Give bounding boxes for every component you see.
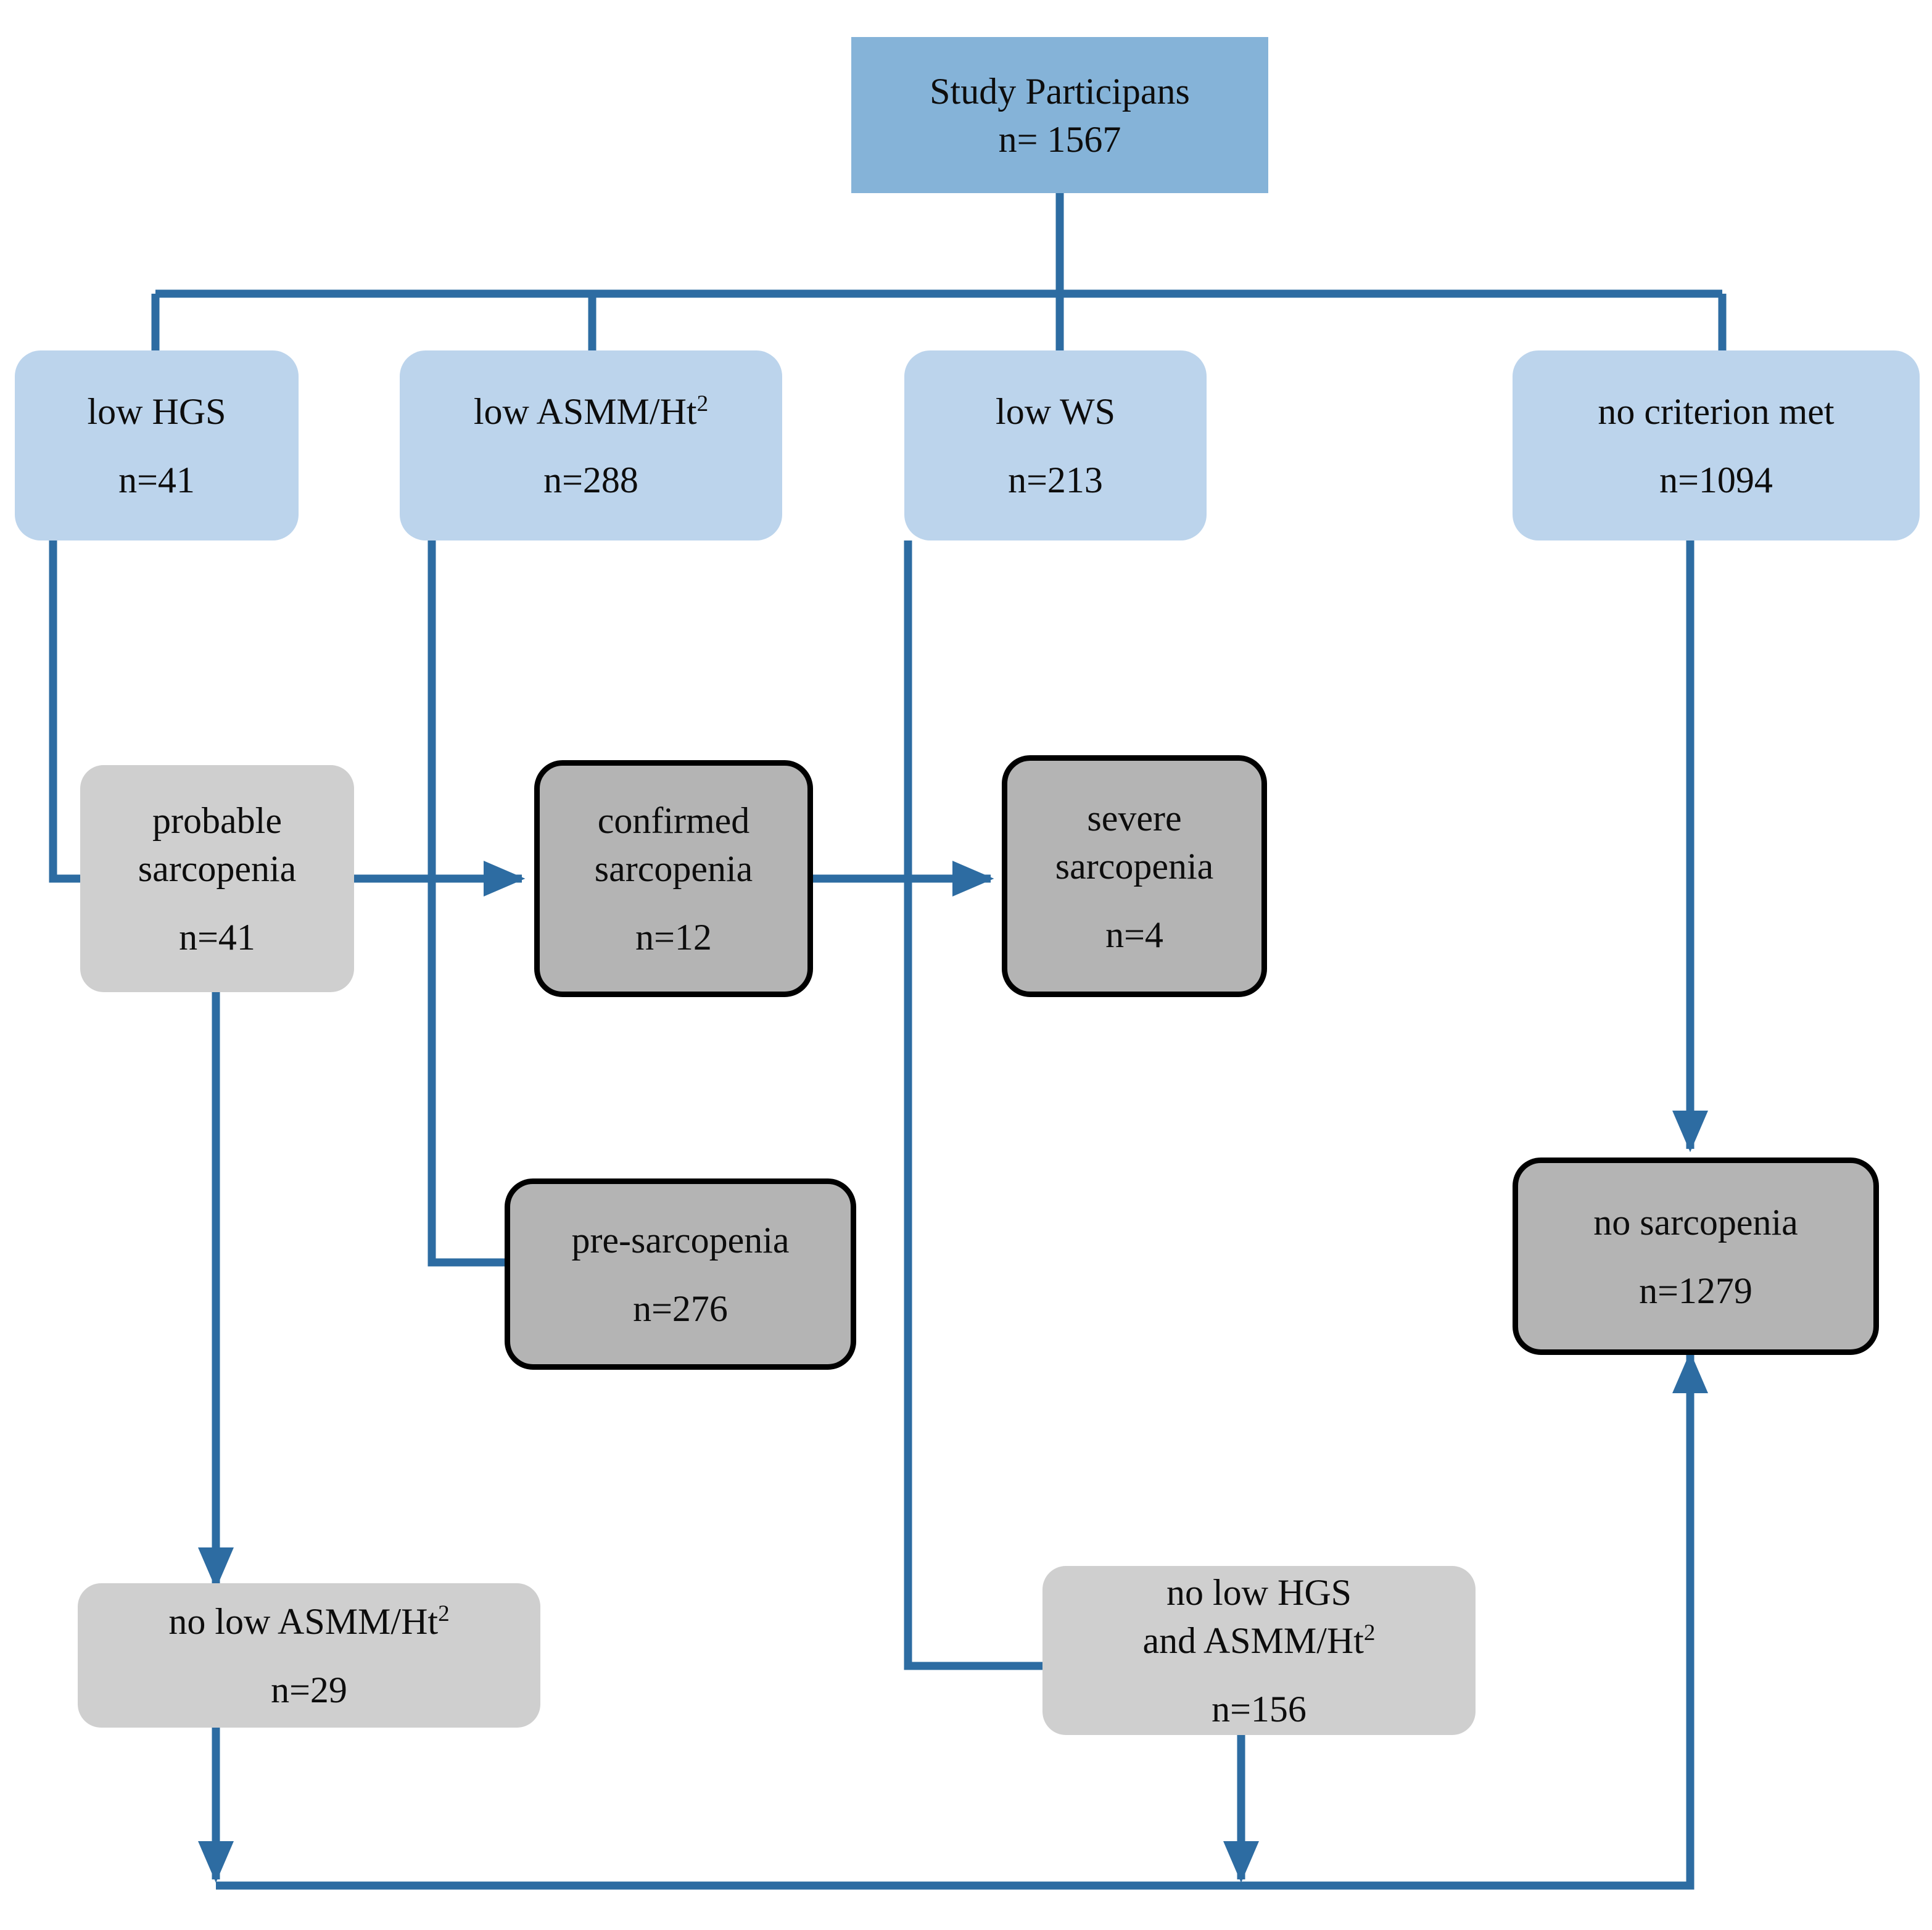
node-no-low-asmm-ht2-label: no low ASMM/Ht2	[168, 1601, 450, 1642]
node-pre-sarcopenia[interactable]: pre-sarcopenia n=276	[505, 1178, 856, 1370]
node-severe-sarcopenia-line2: sarcopenia	[1055, 845, 1214, 887]
node-no-low-asmm-ht2-count: n=29	[271, 1669, 347, 1710]
node-study-participants-label: Study Participans	[930, 70, 1190, 112]
node-no-low-asmm-ht2[interactable]: no low ASMM/Ht2 n=29	[78, 1583, 540, 1728]
node-probable-sarcopenia[interactable]: probable sarcopenia n=41	[80, 765, 354, 992]
node-no-sarcopenia[interactable]: no sarcopenia n=1279	[1513, 1158, 1879, 1355]
node-no-low-hgs-and-asmm-ht2-count: n=156	[1212, 1688, 1307, 1729]
superscript-2: 2	[1363, 1620, 1376, 1646]
node-low-ws-label: low WS	[996, 391, 1115, 432]
node-no-low-hgs-and-asmm-ht2-line2: and ASMM/Ht2	[1142, 1620, 1376, 1661]
node-low-ws[interactable]: low WS n=213	[904, 350, 1207, 540]
node-study-participants-count: n= 1567	[998, 118, 1121, 160]
superscript-2: 2	[438, 1601, 450, 1626]
node-no-criterion-met-label: no criterion met	[1598, 391, 1835, 432]
node-no-low-hgs-and-asmm-ht2-line1: no low HGS	[1166, 1572, 1352, 1613]
node-low-ws-count: n=213	[1008, 459, 1103, 500]
node-low-asmm-ht2[interactable]: low ASMM/Ht2 n=288	[400, 350, 782, 540]
node-probable-sarcopenia-line1: probable	[152, 800, 282, 841]
node-low-hgs-label: low HGS	[87, 391, 226, 432]
node-pre-sarcopenia-label: pre-sarcopenia	[571, 1219, 790, 1261]
node-no-sarcopenia-label: no sarcopenia	[1593, 1201, 1798, 1243]
node-confirmed-sarcopenia-line2: sarcopenia	[594, 848, 753, 889]
node-low-asmm-ht2-label: low ASMM/Ht2	[473, 391, 709, 432]
node-confirmed-sarcopenia-line1: confirmed	[597, 800, 750, 841]
edge-low-hgs-to-probable	[49, 540, 91, 883]
node-severe-sarcopenia[interactable]: severe sarcopenia n=4	[1002, 755, 1267, 997]
node-low-hgs[interactable]: low HGS n=41	[15, 350, 299, 540]
superscript-2: 2	[696, 391, 709, 416]
node-no-criterion-met[interactable]: no criterion met n=1094	[1513, 350, 1920, 540]
node-probable-sarcopenia-line2: sarcopenia	[138, 848, 297, 889]
node-low-hgs-count: n=41	[118, 459, 195, 500]
node-severe-sarcopenia-line1: severe	[1087, 797, 1182, 839]
node-study-participants[interactable]: Study Participans n= 1567	[851, 37, 1268, 193]
edge-low-ws-to-no-low-hgs-asmm	[904, 540, 1042, 1670]
node-confirmed-sarcopenia[interactable]: confirmed sarcopenia n=12	[534, 760, 813, 997]
node-no-sarcopenia-count: n=1279	[1639, 1270, 1752, 1311]
node-severe-sarcopenia-count: n=4	[1105, 914, 1163, 955]
node-probable-sarcopenia-count: n=41	[179, 916, 255, 958]
node-low-asmm-ht2-count: n=288	[543, 459, 638, 500]
edge-low-asmm-to-pre	[427, 540, 510, 1267]
node-pre-sarcopenia-count: n=276	[633, 1288, 728, 1329]
node-no-criterion-met-count: n=1094	[1659, 459, 1773, 500]
node-no-low-hgs-and-asmm-ht2[interactable]: no low HGS and ASMM/Ht2 n=156	[1042, 1566, 1476, 1735]
edge-bottom-collector	[216, 1351, 1709, 1890]
node-confirmed-sarcopenia-count: n=12	[635, 916, 712, 958]
